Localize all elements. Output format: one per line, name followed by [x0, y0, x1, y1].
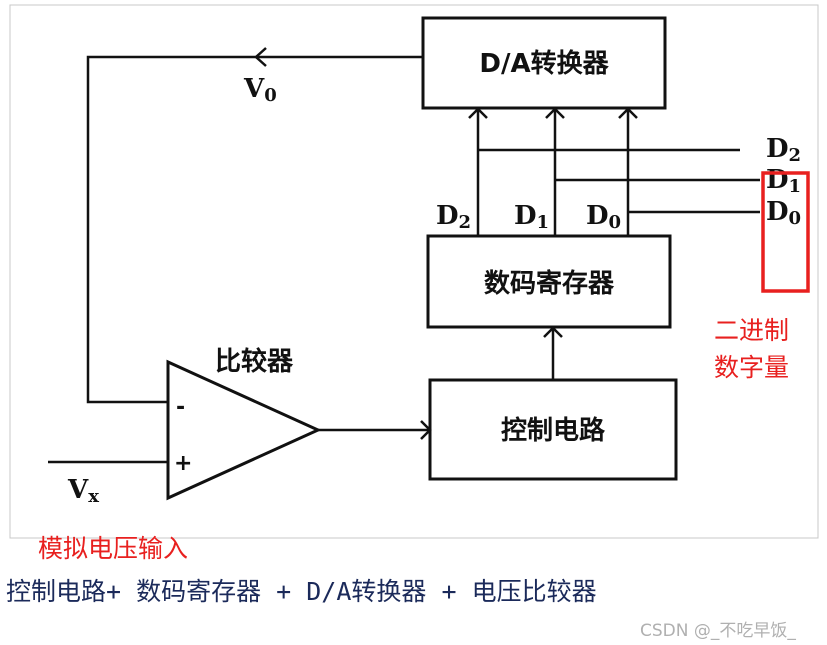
feedback-arrow-icon	[254, 47, 267, 67]
d2-register-label: D2	[436, 201, 471, 233]
control-to-register-arrow-icon	[543, 326, 563, 338]
d0-arrow-icon	[618, 107, 638, 119]
analog-input-annotation: 模拟电压输入	[38, 534, 188, 563]
d2-arrow-icon	[468, 107, 488, 119]
watermark: CSDN @_不吃早饭_	[640, 621, 796, 641]
diagram-frame	[9, 4, 819, 539]
vx-label: Vx	[67, 475, 99, 507]
d0-register-label: D0	[586, 201, 621, 233]
dac-label: D/A转换器	[479, 49, 609, 79]
d2-output-label: D2	[766, 134, 801, 166]
register-label: 数码寄存器	[484, 268, 615, 299]
comparator-triangle	[166, 359, 322, 501]
comparator-output-arrow-icon	[420, 420, 432, 440]
binary-annotation-line2: 数字量	[714, 353, 789, 382]
d1-output-label: D1	[766, 165, 801, 197]
comparator-plus-pin: +	[174, 451, 192, 476]
binary-annotation-line1: 二进制	[714, 316, 789, 345]
control-label: 控制电路	[501, 415, 606, 446]
caption-text: 控制电路+ 数码寄存器 + D/A转换器 + 电压比较器	[6, 577, 597, 606]
d1-arrow-icon	[545, 107, 565, 119]
d1-register-label: D1	[514, 201, 549, 233]
d0-output-label: D0	[766, 197, 801, 229]
binary-highlight-box	[761, 171, 810, 293]
dac-block	[421, 16, 667, 110]
register-block	[426, 234, 672, 329]
v0-label: V0	[243, 74, 277, 106]
comparator-label: 比较器	[215, 346, 294, 377]
comparator-minus-pin: -	[176, 395, 185, 420]
